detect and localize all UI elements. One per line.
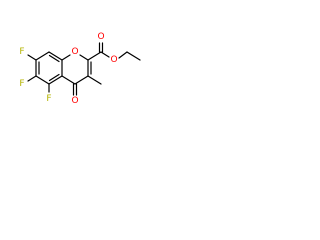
bond	[48, 51, 63, 61]
bond	[100, 51, 110, 58]
atom-label-layer: F F F O O O O	[19, 32, 117, 106]
bond	[74, 75, 89, 85]
fluorine-atom-middle: F	[19, 79, 24, 89]
carbonyl-oxygen-atom: O	[97, 32, 104, 42]
bond	[35, 51, 50, 61]
fluorine-atom-top: F	[19, 47, 24, 57]
bond	[61, 75, 76, 85]
bond-layer	[27, 42, 141, 96]
bond	[61, 54, 71, 61]
bond	[79, 54, 89, 61]
bond	[87, 51, 102, 61]
bond	[27, 75, 37, 82]
bond	[48, 54, 60, 63]
molecule-structure: F F F O O O O	[19, 32, 141, 106]
bond	[87, 75, 102, 85]
bond	[48, 75, 63, 85]
bond	[35, 75, 50, 85]
bond	[27, 54, 37, 61]
ester-oxygen-atom: O	[110, 55, 117, 65]
bond	[48, 73, 60, 82]
bond	[118, 51, 128, 59]
fluorine-atom-bottom: F	[46, 94, 51, 104]
bond	[126, 51, 141, 61]
ketone-oxygen-atom: O	[71, 96, 78, 106]
molecule-canvas: F F F O O O O	[0, 0, 152, 152]
ring-oxygen-atom: O	[71, 47, 78, 57]
